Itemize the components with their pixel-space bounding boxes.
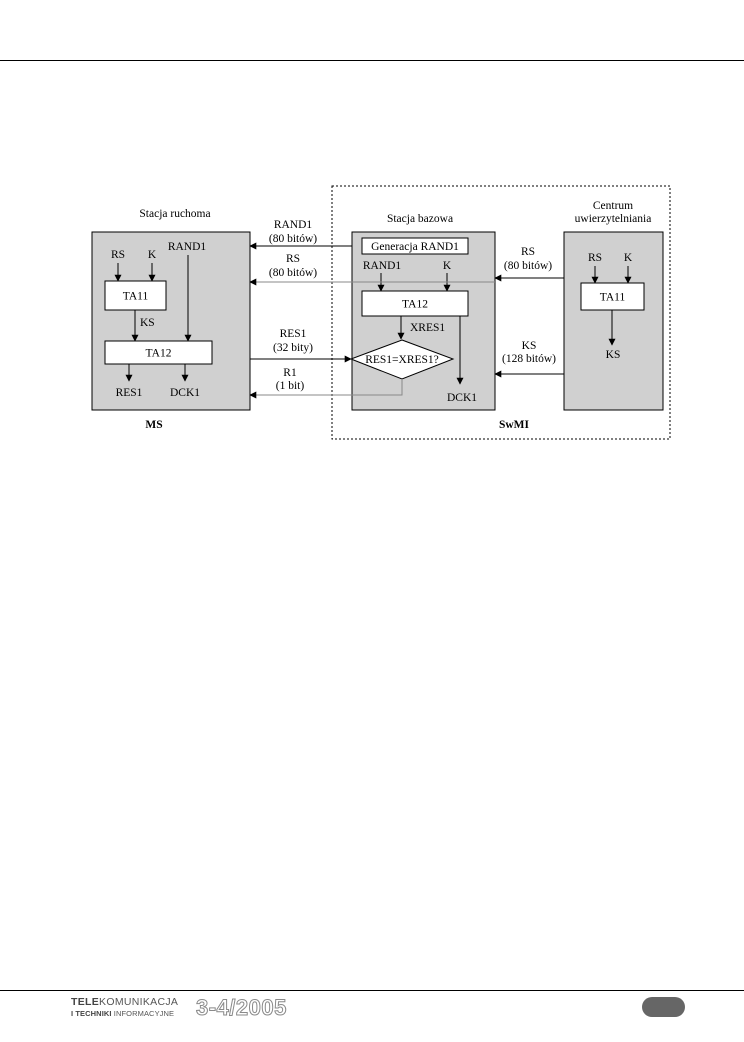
header-rule: [0, 60, 744, 61]
link-res1-name: RES1: [280, 328, 307, 340]
link-auc-rs-size: (80 bitów): [504, 260, 552, 272]
bs-ta12-block: [361, 290, 469, 317]
ms-ta12-block: [104, 340, 213, 365]
ms-output-res1: RES1: [116, 387, 143, 399]
bs-generator-label: Generacja RAND1: [371, 241, 459, 253]
ms-box: [91, 231, 251, 411]
auc-box: [563, 231, 664, 411]
logo-line2-bold: I TECHNIKI: [71, 1008, 112, 1018]
ms-input-rand1: RAND1: [168, 241, 207, 253]
logo-line1-rest: KOMUNIKACJA: [99, 996, 179, 1008]
ms-ta12-label: TA12: [146, 348, 172, 360]
journal-logo: TELEKOMUNIKACJA I TECHNIKI INFORMACYJNE: [71, 997, 178, 1017]
link-rand1-size: (80 bitów): [269, 233, 317, 245]
ms-ta11-block: [104, 280, 167, 311]
auc-heading-line1: Centrum: [593, 200, 633, 212]
auc-ta11-label: TA11: [600, 292, 626, 304]
auc-input-rs: RS: [588, 252, 602, 264]
bs-xres1-label: XRES1: [410, 322, 445, 334]
link-auc-ks-name: KS: [522, 340, 537, 352]
issue-number: 3-4/2005: [196, 995, 287, 1021]
ms-input-rs: RS: [111, 249, 125, 261]
logo-line2-rest: INFORMACYJNE: [111, 1008, 175, 1018]
link-auc-ks-size: (128 bitów): [502, 353, 556, 365]
ms-ks-label: KS: [140, 317, 155, 329]
link-rs-size: (80 bitów): [269, 267, 317, 279]
link-r1-name: R1: [283, 367, 297, 379]
auc-input-k: K: [624, 252, 633, 264]
ms-label: MS: [145, 419, 162, 431]
ms-ta11-label: TA11: [123, 291, 149, 303]
bs-box: [351, 231, 496, 411]
ms-output-dck1: DCK1: [170, 387, 200, 399]
swmi-boundary: [331, 185, 671, 440]
bs-heading: Stacja bazowa: [387, 213, 453, 225]
link-auc-rs-name: RS: [521, 246, 535, 258]
page-number-badge: [642, 997, 685, 1017]
link-rand1-name: RAND1: [274, 219, 313, 231]
bs-output-dck1: DCK1: [447, 392, 477, 404]
bs-generator-block: [361, 237, 469, 255]
bs-compare-label: RES1=XRES1?: [365, 354, 439, 366]
swmi-label: SwMI: [499, 419, 530, 431]
bs-ta12-label: TA12: [402, 299, 428, 311]
ms-heading: Stacja ruchoma: [139, 208, 210, 220]
link-rs-name: RS: [286, 253, 300, 265]
bs-input-k: K: [443, 260, 452, 272]
auc-heading-line2: uwierzytelniania: [575, 213, 652, 225]
bs-input-rand1: RAND1: [363, 260, 402, 272]
auc-ta11-block: [580, 282, 645, 311]
link-r1-size: (1 bit): [276, 380, 305, 392]
link-res1-size: (32 bity): [273, 342, 313, 354]
auc-output-ks: KS: [606, 349, 621, 361]
ms-input-k: K: [148, 249, 157, 261]
link-r1-arrow: [249, 379, 403, 399]
footer-rule: [0, 990, 744, 991]
logo-line1-bold: TELE: [71, 996, 100, 1008]
